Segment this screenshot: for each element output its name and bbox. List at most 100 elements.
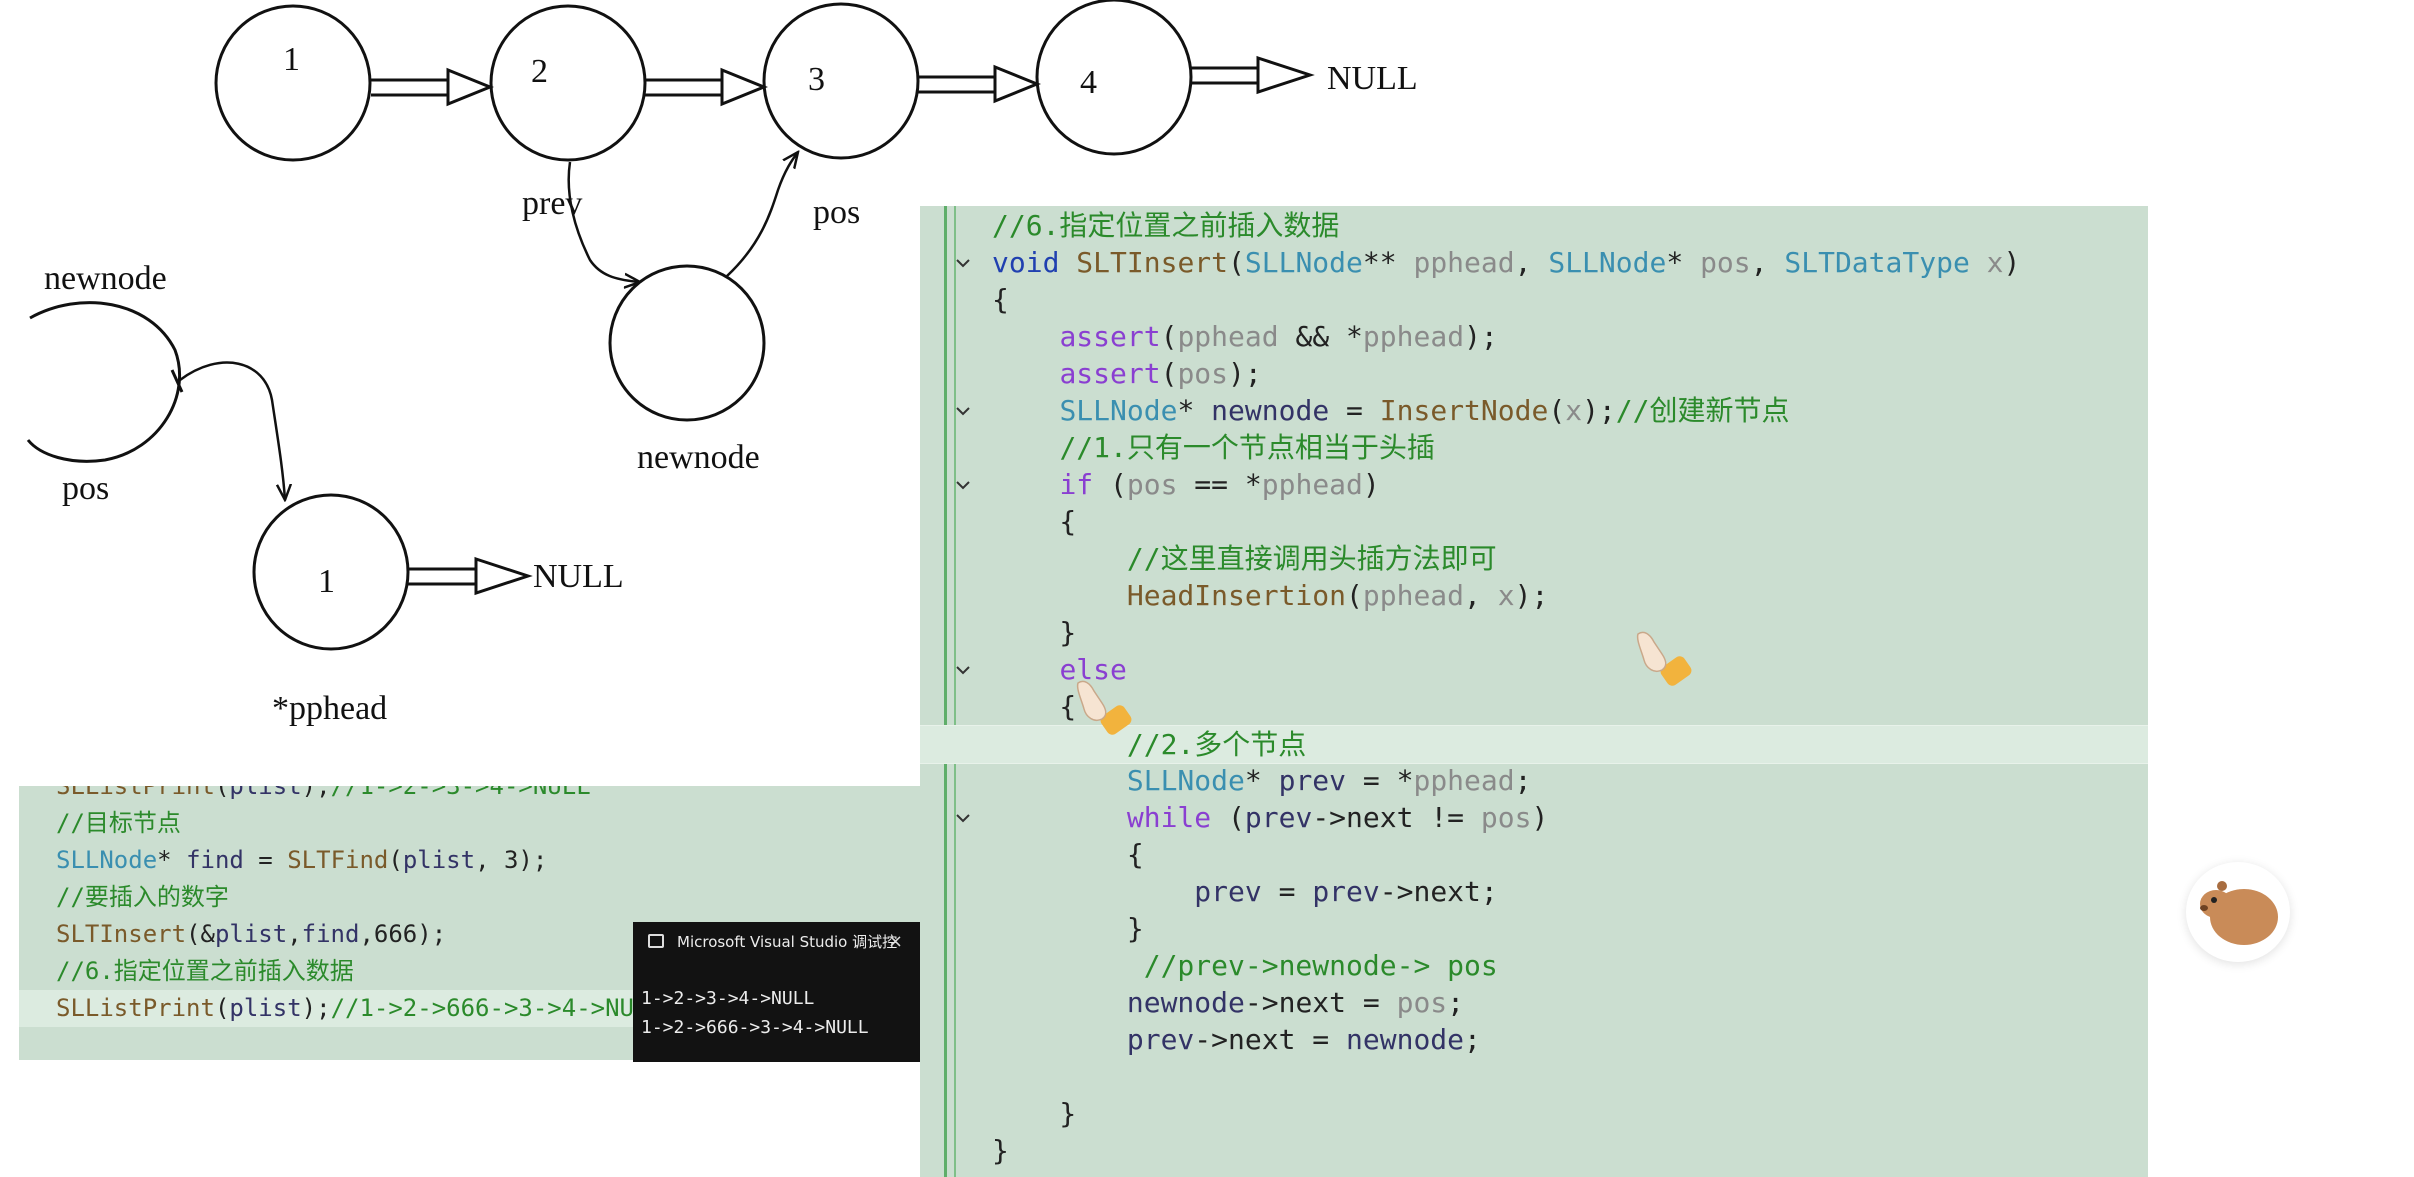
- change-margin-bar: [944, 206, 947, 1177]
- code-line[interactable]: //prev->newnode-> pos: [920, 947, 2148, 984]
- bottom-node-1: 1: [252, 493, 410, 651]
- code-line-text: }: [992, 1134, 1009, 1167]
- code-line[interactable]: //1.只有一个节点相当于头插: [920, 429, 2148, 466]
- code-line-text: //1.只有一个节点相当于头插: [1059, 431, 1435, 464]
- code-line[interactable]: if (pos == *pphead): [920, 466, 2148, 503]
- node-4-value: 4: [1080, 64, 1097, 101]
- arrow-1-2: [371, 67, 494, 107]
- code-line[interactable]: SLTInsert(&plist,find,666);: [19, 916, 925, 953]
- code-line[interactable]: //要插入的数字: [19, 879, 925, 916]
- pphead-label: *pphead: [272, 690, 387, 727]
- code-line-text: //6.指定位置之前插入数据: [56, 957, 354, 985]
- code-line-text: {: [992, 690, 1077, 723]
- arrow-3-4: [918, 64, 1041, 104]
- tick-mark: [170, 369, 184, 393]
- code-line-text: {: [992, 283, 1009, 316]
- code-line[interactable]: }: [920, 1132, 2148, 1169]
- console-output-line: 1->2->3->4->NULL: [641, 988, 815, 1009]
- code-line[interactable]: {: [920, 281, 2148, 318]
- code-line-text: //这里直接调用头插方法即可: [1126, 542, 1497, 575]
- code-line[interactable]: SLLNode* newnode = InsertNode(x);//创建新节点: [920, 392, 2148, 429]
- collapse-chevron-icon[interactable]: [954, 809, 972, 827]
- code-line-text: //要插入的数字: [56, 883, 229, 911]
- code-line-text: SLLNode* prev = *pphead;: [1126, 764, 1532, 797]
- bottom-node-value: 1: [318, 563, 335, 600]
- code-line-text: SLLNode* find = SLTFind(plist, 3);: [56, 846, 548, 874]
- capybara-avatar-icon[interactable]: [2186, 862, 2290, 962]
- code-line[interactable]: prev = prev->next;: [920, 873, 2148, 910]
- code-line-text: SLListPrint(plist);//1->2->3->4->NULL: [56, 786, 591, 800]
- pos-label: pos: [813, 194, 860, 231]
- collapse-chevron-icon[interactable]: [954, 402, 972, 420]
- code-line[interactable]: [920, 1058, 2148, 1095]
- code-line-text: prev->next = newnode;: [1126, 1023, 1481, 1056]
- code-line[interactable]: //2.多个节点: [920, 725, 2148, 764]
- code-line[interactable]: void SLTInsert(SLLNode** pphead, SLLNode…: [920, 244, 2148, 281]
- code-line[interactable]: else: [920, 651, 2148, 688]
- console-app-icon: [648, 934, 664, 948]
- code-line[interactable]: //这里直接调用头插方法即可: [920, 540, 2148, 577]
- code-line-text: void SLTInsert(SLLNode** pphead, SLLNode…: [992, 246, 2021, 279]
- code-line[interactable]: {: [920, 688, 2148, 725]
- code-line[interactable]: while (prev->next != pos): [920, 799, 2148, 836]
- code-line[interactable]: }: [920, 1095, 2148, 1132]
- code-line[interactable]: //6.指定位置之前插入数据: [19, 953, 925, 990]
- code-line-text: }: [992, 616, 1077, 649]
- collapse-chevron-icon[interactable]: [954, 254, 972, 272]
- code-line[interactable]: assert(pos);: [920, 355, 2148, 392]
- console-titlebar[interactable]: Microsoft Visual Studio 调试控 ×: [633, 922, 925, 962]
- newnode-bottom-label: newnode: [637, 439, 760, 476]
- code-line[interactable]: {: [920, 503, 2148, 540]
- linked-list-diagram: 1 2 3 4 NULL prev pos newnode newnode: [26, 0, 1418, 727]
- node-2-value: 2: [531, 53, 548, 90]
- arrow-newnode-to-pos: [726, 152, 798, 277]
- code-line[interactable]: SLLNode* find = SLTFind(plist, 3);: [19, 842, 925, 879]
- collapse-chevron-icon[interactable]: [954, 661, 972, 679]
- arrow-bottom-null: [408, 556, 533, 596]
- code-line[interactable]: //目标节点: [19, 805, 925, 842]
- arrow-prev-to-newnode: [567, 161, 640, 282]
- collapse-chevron-icon[interactable]: [954, 476, 972, 494]
- node-2: 2: [489, 4, 647, 162]
- code-line[interactable]: SLListPrint(plist);//1->2->3->4->NULL: [19, 786, 925, 805]
- code-line[interactable]: prev->next = newnode;: [920, 1021, 2148, 1058]
- debug-console-window[interactable]: Microsoft Visual Studio 调试控 × 1->2->3->4…: [633, 922, 925, 1062]
- code-line-text: SLListPrint(plist);//1->2->666->3->4->NU…: [56, 994, 663, 1022]
- code-line-text: }: [992, 1097, 1077, 1130]
- node-4: 4: [1035, 0, 1193, 156]
- code-line-text: {: [992, 505, 1077, 538]
- code-line-text: SLLNode* newnode = InsertNode(x);//创建新节点: [1059, 394, 1790, 427]
- new-node-middle: [608, 264, 766, 422]
- code-line[interactable]: SLLNode* prev = *pphead;: [920, 762, 2148, 799]
- code-line[interactable]: {: [920, 836, 2148, 873]
- code-line-text: if (pos == *pphead): [1059, 468, 1380, 501]
- code-line-text: prev = prev->next;: [1194, 875, 1498, 908]
- code-line-text: //目标节点: [56, 809, 181, 837]
- code-line-text: //2.多个节点: [1126, 728, 1307, 761]
- code-line-text: while (prev->next != pos): [1126, 801, 1549, 834]
- code-line-text: //prev->newnode-> pos: [1143, 949, 1498, 982]
- left-newnode-label: newnode: [44, 260, 167, 297]
- code-line-text: newnode->next = pos;: [1126, 986, 1465, 1019]
- code-line[interactable]: HeadInsertion(pphead, x);: [920, 577, 2148, 614]
- arrow-4-null: [1191, 55, 1315, 95]
- code-line-text: else: [1059, 653, 1127, 686]
- left-pos-label: pos: [62, 470, 109, 507]
- console-title: Microsoft Visual Studio 调试控: [677, 933, 898, 951]
- code-line-text: {: [992, 838, 1144, 871]
- bottom-null-label: NULL: [533, 558, 624, 595]
- code-line-text: assert(pphead && *pphead);: [1059, 320, 1498, 353]
- code-line[interactable]: }: [920, 614, 2148, 651]
- console-output: 1->2->3->4->NULL 1->2->666->3->4->NULL: [633, 984, 925, 1042]
- code-line[interactable]: //6.指定位置之前插入数据: [920, 207, 2148, 244]
- arrow-newnode-to-head: [179, 361, 285, 500]
- node-3: 3: [762, 2, 920, 160]
- code-line-text: HeadInsertion(pphead, x);: [1126, 579, 1549, 612]
- code-line[interactable]: }: [920, 910, 2148, 947]
- code-line[interactable]: newnode->next = pos;: [920, 984, 2148, 1021]
- close-icon[interactable]: ×: [887, 931, 903, 952]
- code-line[interactable]: assert(pphead && *pphead);: [920, 318, 2148, 355]
- change-margin-bar-2: [954, 206, 956, 1177]
- top-null-label: NULL: [1327, 60, 1418, 97]
